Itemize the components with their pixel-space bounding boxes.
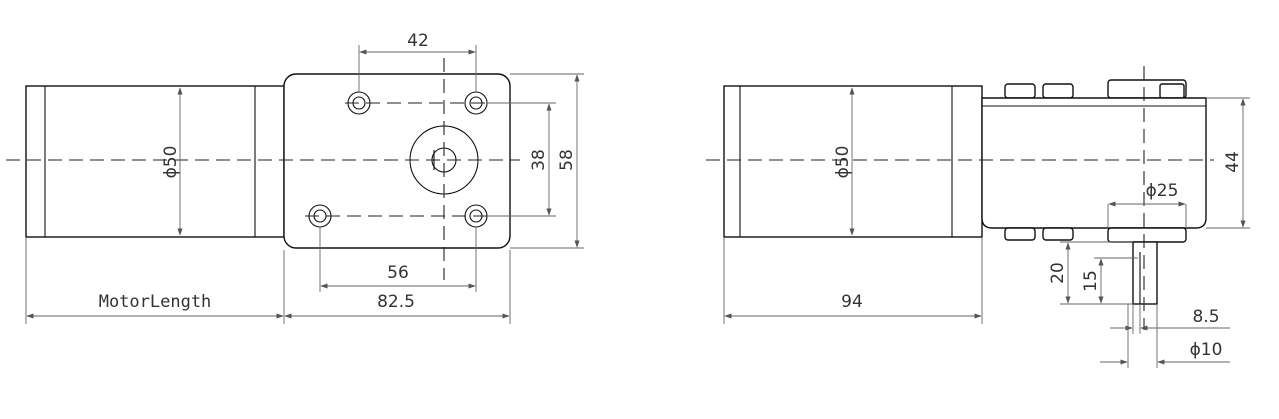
side-dim-shaft-diameter: ϕ10 [1190, 340, 1223, 360]
gearbox-top-boss [1004, 83, 1036, 99]
dim-motor-diameter: ϕ50 [161, 146, 181, 179]
dim-hole-spacing-vertical: 38 [529, 149, 549, 171]
output-housing-bottom [1107, 227, 1187, 243]
dim-hole-spacing-bottom: 56 [387, 263, 409, 283]
side-view: ϕ50 94 44 ϕ25 20 15 8.5 [706, 66, 1250, 368]
side-dim-boss-diameter: ϕ25 [1146, 181, 1179, 201]
side-output-shaft [1132, 241, 1158, 305]
side-dim-motor-length: 94 [841, 292, 863, 312]
side-dim-motor-diameter: ϕ50 [833, 146, 853, 179]
side-dim-flat-length: 15 [1081, 270, 1101, 292]
dim-hole-spacing-top: 42 [407, 31, 429, 51]
dim-motor-length: MotorLength [99, 292, 212, 312]
gearbox-plate [283, 73, 511, 249]
side-motor-body [723, 85, 983, 238]
side-dim-flat-width: 8.5 [1192, 307, 1219, 327]
side-gearbox-body [981, 97, 1207, 229]
front-view: ϕ50 42 56 38 58 MotorLength 82.5 [6, 31, 584, 324]
dim-gearbox-length: 82.5 [377, 292, 415, 312]
motor-body [25, 85, 285, 238]
side-dim-gearbox-height: 44 [1223, 151, 1243, 173]
dim-gearbox-height: 58 [557, 149, 577, 171]
side-dim-shaft-length: 20 [1048, 262, 1068, 284]
